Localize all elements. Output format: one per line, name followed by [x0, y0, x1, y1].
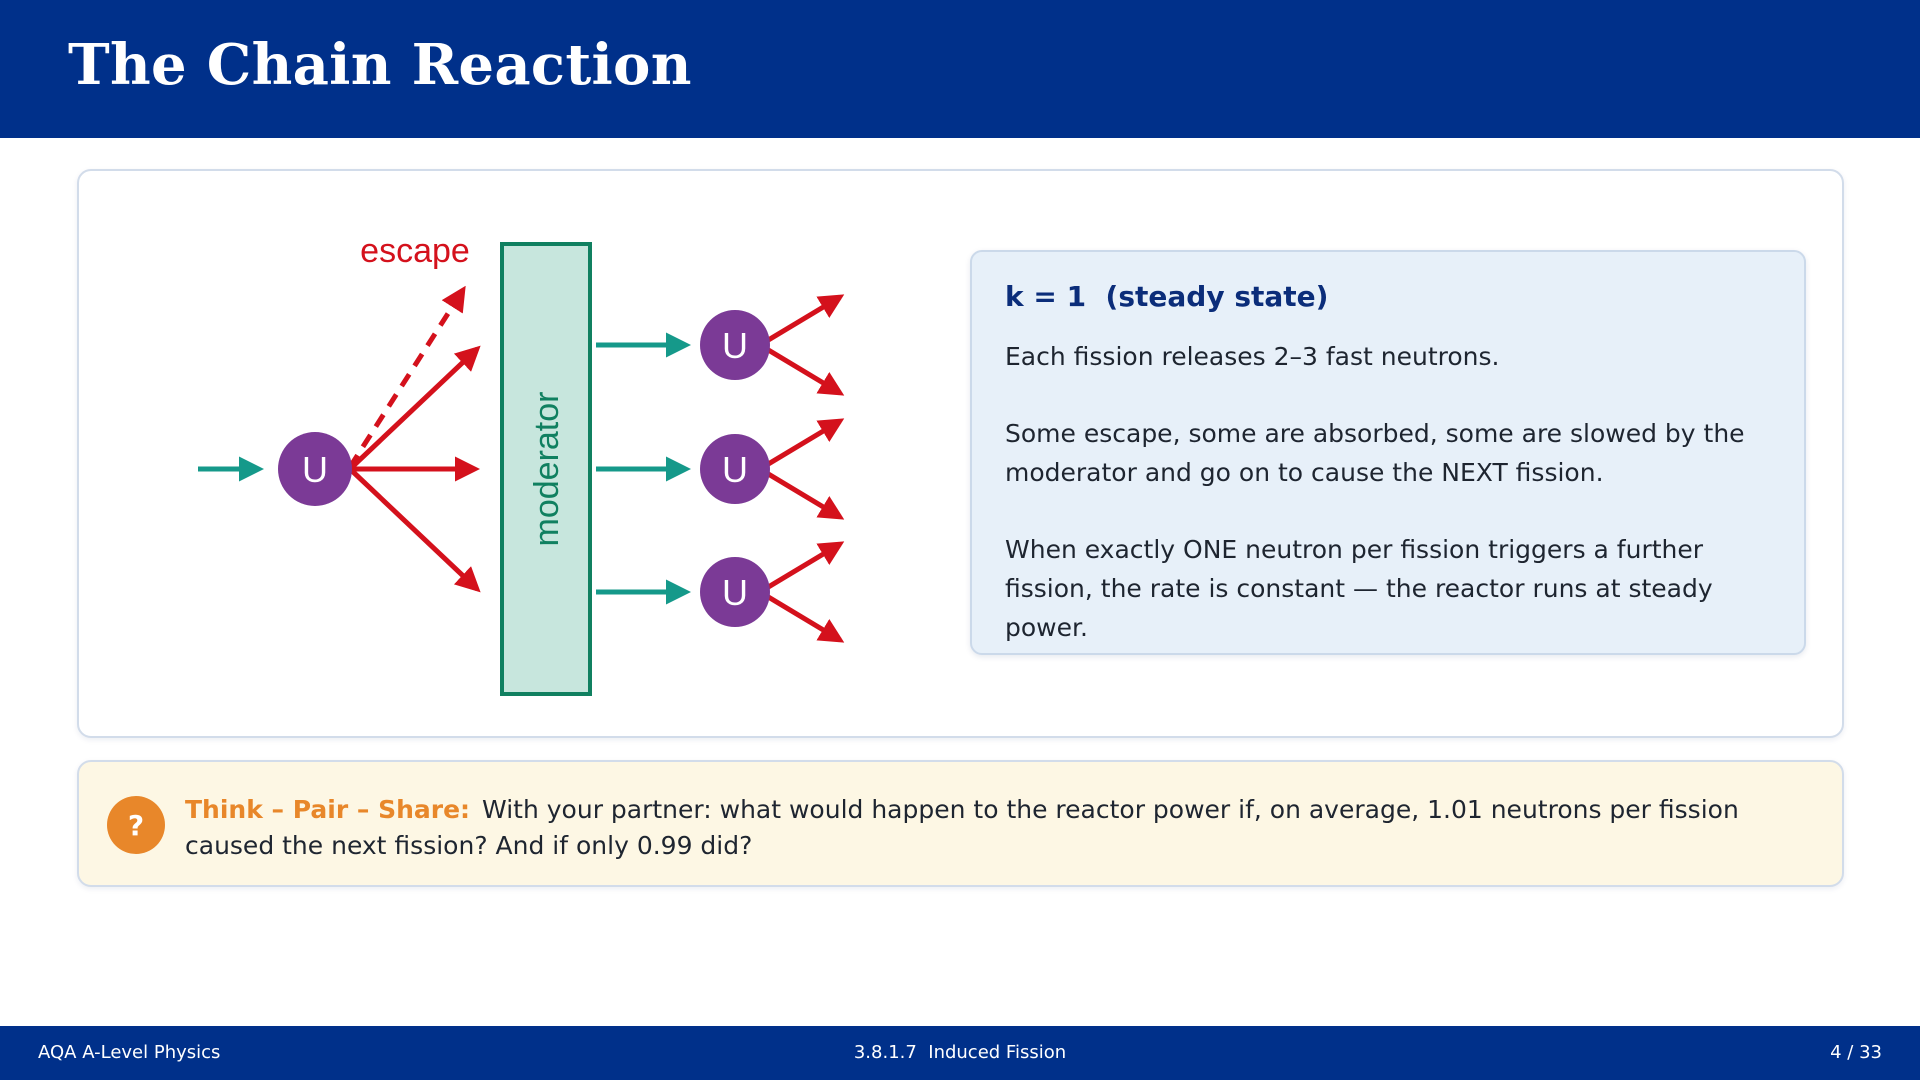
think-question: With your partner: what would happen to …	[185, 795, 1739, 860]
think-label: Think – Pair – Share:	[185, 795, 471, 824]
uranium-nucleus-label: U	[722, 325, 748, 366]
info-paragraph: Some escape, some are absorbed, some are…	[1005, 419, 1745, 487]
uranium-nucleus	[278, 432, 352, 506]
footer-bar: AQA A-Level Physics 3.8.1.7 Induced Fiss…	[0, 1026, 1920, 1080]
footer-topic: 3.8.1.7 Induced Fission	[853, 1042, 1067, 1063]
chain-reaction-diagram: U escape moderator U U U	[198, 232, 845, 696]
fast-neutron-arrow	[758, 541, 845, 595]
escape-label: escape	[360, 232, 470, 270]
uranium-nucleus	[700, 310, 770, 380]
think-prompt: Think – Pair – Share:With your partner: …	[185, 792, 1825, 864]
fast-neutron-arrow	[758, 342, 845, 396]
fast-neutron-arrow	[758, 294, 845, 348]
moderator-block	[500, 242, 592, 696]
moderator-label: moderator	[528, 392, 566, 547]
uranium-nucleus-label: U	[722, 572, 748, 613]
fast-neutron-arrow	[348, 345, 481, 471]
title-bar: The Chain Reaction	[0, 0, 1920, 138]
fast-neutron-arrow	[758, 466, 845, 520]
info-paragraph: When exactly ONE neutron per fission tri…	[1005, 535, 1713, 642]
fast-neutron-arrow	[348, 467, 481, 593]
fast-neutron-arrow	[758, 418, 845, 472]
info-heading: k = 1 (steady state)	[1005, 280, 1329, 313]
uranium-nucleus	[700, 557, 770, 627]
info-paragraph: Each fission releases 2–3 fast neutrons.	[1005, 342, 1500, 371]
uranium-nucleus-label: U	[722, 449, 748, 490]
escape-neutron-arrow	[347, 285, 466, 469]
info-box: k = 1 (steady state) Each fission releas…	[970, 250, 1806, 655]
question-icon: ?	[107, 796, 165, 854]
uranium-nucleus	[700, 434, 770, 504]
slide-title: The Chain Reaction	[68, 32, 692, 98]
think-pair-share-card: ? Think – Pair – Share:With your partner…	[77, 760, 1844, 887]
uranium-nucleus-label: U	[302, 449, 328, 490]
page-number: 4 / 33	[1830, 1042, 1882, 1063]
fast-neutron-arrow	[758, 589, 845, 643]
footer-course: AQA A-Level Physics	[38, 1042, 221, 1063]
